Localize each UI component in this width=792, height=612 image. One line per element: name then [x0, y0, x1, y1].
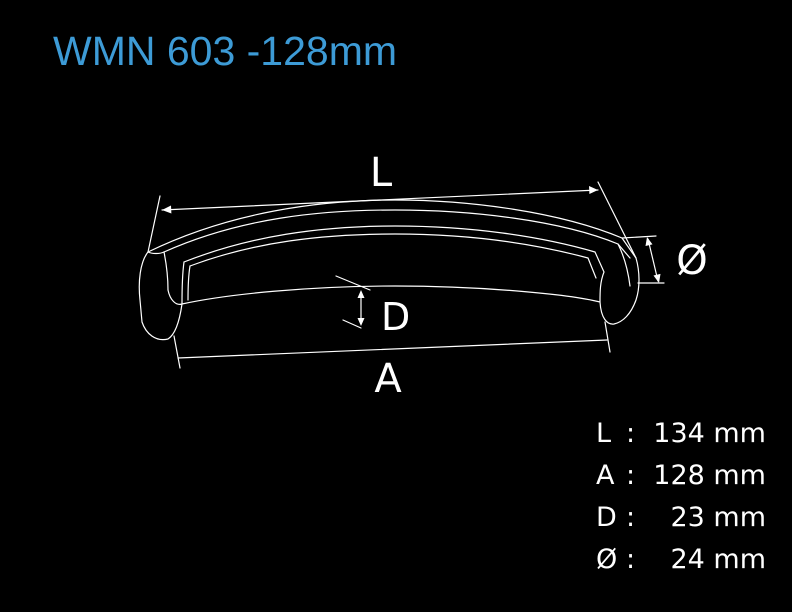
spec-key: L	[596, 418, 612, 449]
handle-outline	[138, 199, 640, 341]
extension-line-l-left	[147, 195, 161, 253]
spec-value: 24 mm	[670, 544, 766, 575]
label-diameter: Ø	[676, 238, 707, 284]
spec-value: 128 mm	[653, 460, 766, 491]
extension-line-dia-top	[621, 235, 657, 239]
spec-colon: :	[626, 502, 636, 533]
spec-key: Ø	[596, 544, 618, 575]
arrowhead-dia-bottom	[653, 273, 661, 283]
page-title: WMN 603 -128mm	[53, 28, 398, 74]
dimension-d: D	[335, 275, 410, 339]
spec-colon: :	[626, 418, 636, 449]
spec-colon: :	[626, 460, 636, 491]
extension-line-d-top	[335, 275, 371, 291]
handle-inner-edge-lower	[189, 233, 597, 279]
dimension-l: L	[147, 150, 637, 259]
arrowhead-d-bottom	[357, 318, 365, 326]
extension-line-d-bottom	[342, 319, 362, 329]
extension-line-a-right	[604, 321, 611, 353]
arrowhead-l-right	[589, 186, 598, 194]
label-l: L	[370, 150, 393, 196]
spec-value: 134 mm	[653, 418, 766, 449]
handle-body	[138, 199, 640, 341]
arrowhead-l-left	[162, 205, 172, 214]
handle-right-face-edge	[617, 243, 631, 287]
handle-inner-left	[181, 261, 185, 305]
handle-left-foot-edge	[167, 289, 183, 305]
spec-value: 23 mm	[670, 502, 766, 533]
dimension-diameter: Ø	[621, 235, 708, 284]
extension-line-a-left	[173, 335, 181, 369]
extension-line-l-right	[597, 181, 637, 259]
spec-key: A	[596, 460, 615, 491]
spec-key: D	[596, 502, 617, 533]
handle-top-ridge	[147, 209, 631, 259]
handle-left-face-edge	[163, 251, 169, 291]
dimension-line-a	[177, 339, 608, 359]
spec-colon: :	[626, 544, 636, 575]
label-d: D	[381, 295, 410, 339]
dimension-a: A	[173, 321, 611, 402]
handle-inner-left-2	[187, 265, 191, 301]
arrowhead-d-top	[357, 290, 365, 298]
label-a: A	[374, 356, 402, 402]
dimension-line-dia	[647, 238, 659, 282]
handle-inner-edge-upper	[183, 225, 605, 303]
arrowhead-dia-top	[645, 237, 653, 246]
